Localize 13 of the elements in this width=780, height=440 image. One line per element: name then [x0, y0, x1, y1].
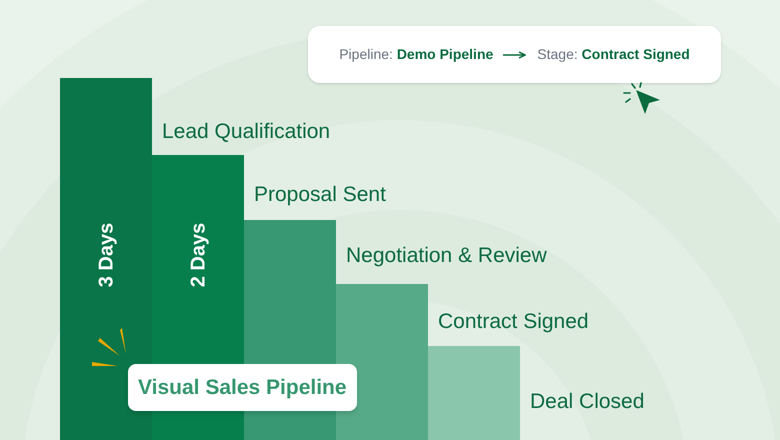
stage-label: Contract Signed [438, 309, 589, 335]
stage-label: Deal Closed [530, 389, 644, 415]
stage-label: Lead Qualification [162, 119, 330, 145]
breadcrumb-text: Pipeline: Demo Pipeline [339, 44, 494, 65]
breadcrumb-card [308, 26, 721, 83]
bar [428, 346, 520, 440]
stage-label: Negotiation & Review [346, 243, 547, 269]
stage-label: Proposal Sent [254, 182, 386, 208]
duration-label: 2 Days [186, 222, 210, 288]
duration-label: 3 Days [94, 222, 118, 288]
arrow [503, 50, 526, 58]
breadcrumb-text: Stage: Contract Signed [537, 44, 690, 65]
title-badge: Visual Sales Pipeline [128, 364, 357, 411]
